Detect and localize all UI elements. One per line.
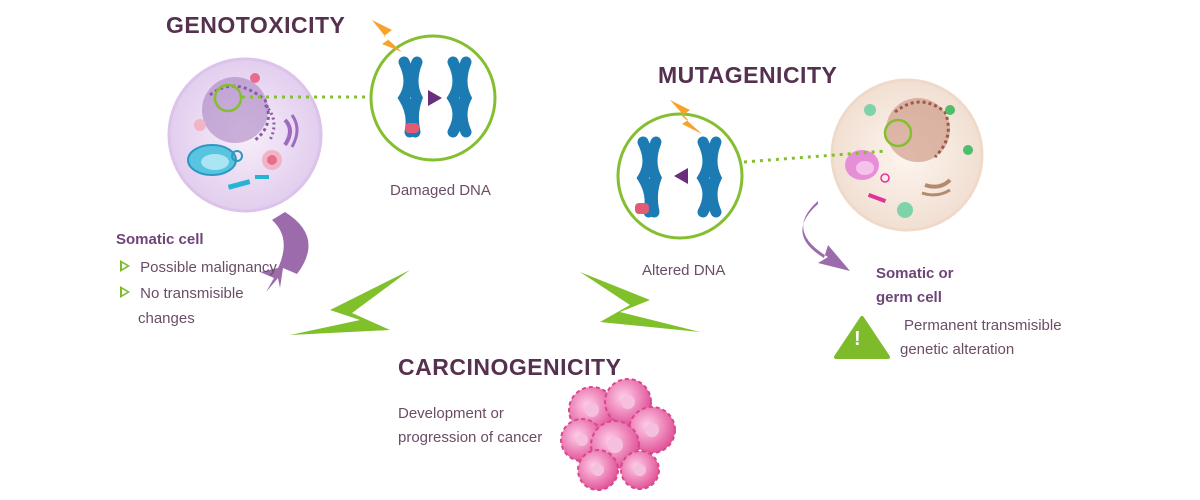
green-lightning-left-icon bbox=[290, 270, 410, 335]
chromosome-normal-icon bbox=[446, 56, 473, 138]
carcinogenicity-title: CARCINOGENICITY bbox=[398, 354, 622, 380]
triangle-arrow-icon bbox=[428, 90, 442, 106]
chromosome-normal-icon-right bbox=[635, 136, 662, 218]
chromosome-damaged-icon bbox=[397, 56, 423, 138]
mutagenicity-title: MUTAGENICITY bbox=[658, 62, 838, 88]
somatic-cell-illustration-left bbox=[167, 57, 323, 213]
outcome-item-transmisible: No transmisible bbox=[120, 285, 244, 302]
bullet-triangle-icon bbox=[120, 260, 130, 272]
lightning-bolt-icon-right bbox=[670, 100, 702, 134]
permanent-alteration-text: Permanent transmisible genetic alteratio… bbox=[900, 317, 1062, 358]
lightning-bolt-icon bbox=[372, 20, 402, 52]
purple-arrow-right bbox=[802, 201, 850, 271]
bullet-triangle-icon bbox=[120, 286, 130, 298]
damaged-dna-illustration bbox=[369, 20, 497, 162]
carcinogenicity-description: Development or progression of cancer bbox=[398, 405, 543, 446]
altered-dna-illustration bbox=[616, 100, 744, 240]
triangle-arrow-icon-left-facing bbox=[674, 168, 688, 184]
somatic-or-germ-cell-title: Somatic or germ cell bbox=[876, 265, 954, 306]
warning-icon-glyph: ! bbox=[854, 328, 861, 350]
damaged-dna-caption: Damaged DNA bbox=[390, 182, 491, 199]
somatic-cell-title: Somatic cell bbox=[116, 231, 204, 248]
chromosome-altered-icon bbox=[696, 136, 723, 218]
genotoxicity-title: GENOTOXICITY bbox=[166, 12, 346, 38]
somatic-or-germ-cell-illustration-right bbox=[830, 78, 984, 232]
purple-arrow-left bbox=[260, 212, 309, 292]
cancer-cells-illustration bbox=[560, 378, 676, 491]
altered-dna-caption: Altered DNA bbox=[642, 262, 726, 279]
outcome-item-malignancy: Possible malignancy bbox=[120, 259, 277, 276]
outcome-item-changes: changes bbox=[138, 310, 195, 327]
warning-icon bbox=[834, 316, 890, 359]
green-lightning-right-icon bbox=[580, 272, 700, 332]
